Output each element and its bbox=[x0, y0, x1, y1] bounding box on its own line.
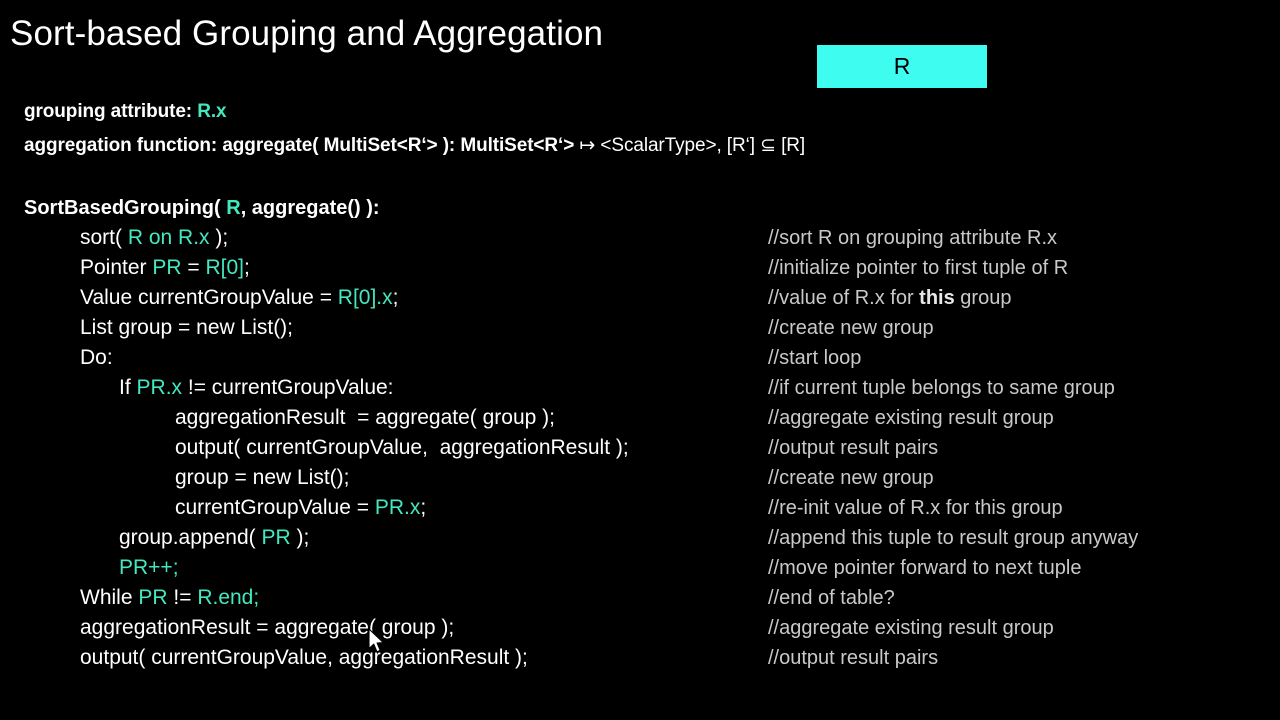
code-token: ; bbox=[392, 286, 399, 309]
code-token: List group = new List(); bbox=[80, 316, 294, 339]
code-line-text: Do: bbox=[24, 343, 113, 373]
code-line-text: PR++; bbox=[24, 553, 179, 583]
code-token: group.append( bbox=[119, 526, 262, 549]
code-token-accent: R[0].x bbox=[337, 286, 393, 309]
code-line-comment: //create new group bbox=[768, 467, 934, 489]
code-line-comment: //start loop bbox=[768, 347, 862, 369]
code-line-comment: //create new group bbox=[768, 317, 934, 339]
code-line-comment: //aggregate existing result group bbox=[768, 407, 1054, 429]
page-title: Sort-based Grouping and Aggregation bbox=[10, 14, 604, 53]
definition-list: grouping attribute: R.x aggregation func… bbox=[24, 95, 805, 163]
code-line: SortBasedGrouping( R, aggregate() ): bbox=[24, 193, 1264, 223]
code-token: Do: bbox=[80, 346, 113, 369]
code-line-text: currentGroupValue = PR.x; bbox=[24, 493, 426, 523]
comment-emphasis: this bbox=[919, 287, 955, 309]
code-line-text: SortBasedGrouping( R, aggregate() ): bbox=[24, 193, 380, 223]
code-line-text: group = new List(); bbox=[24, 463, 350, 493]
code-line-comment: //re-init value of R.x for this group bbox=[768, 497, 1063, 519]
code-token-accent: PR bbox=[138, 586, 168, 609]
code-token: output( currentGroupValue, aggregationRe… bbox=[175, 436, 629, 459]
definition-aggregation-function: aggregation function: aggregate( MultiSe… bbox=[24, 129, 805, 163]
code-token: If bbox=[119, 376, 137, 399]
code-token: Pointer bbox=[80, 256, 153, 279]
code-token-accent: R bbox=[226, 197, 241, 219]
code-token: Value currentGroupValue = bbox=[80, 286, 338, 309]
code-line-text: output( currentGroupValue, aggregationRe… bbox=[24, 433, 629, 463]
code-line: While PR != R.end; //end of table? bbox=[24, 583, 1264, 613]
code-line: currentGroupValue = PR.x; //re-init value… bbox=[24, 493, 1264, 523]
code-line-comment: //value of R.x for this group bbox=[768, 287, 1012, 309]
code-line-comment: //initialize pointer to first tuple of R bbox=[768, 257, 1069, 279]
code-line-text: Pointer PR = R[0]; bbox=[24, 253, 250, 283]
code-line-comment: //sort R on grouping attribute R.x bbox=[768, 227, 1058, 249]
code-line-comment: //end of table? bbox=[768, 587, 895, 609]
code-token: SortBasedGrouping( bbox=[24, 197, 227, 219]
code-token: ; bbox=[420, 496, 427, 519]
code-line: sort( R on R.x ); //sort R on grouping at… bbox=[24, 223, 1264, 253]
code-line-text: If PR.x != currentGroupValue: bbox=[24, 373, 394, 403]
code-line-comment: //output result pairs bbox=[768, 437, 939, 459]
definition-grouping-attribute: grouping attribute: R.x bbox=[24, 95, 805, 129]
code-token: = bbox=[181, 256, 206, 279]
code-line-text: aggregationResult = aggregate( group ); bbox=[24, 613, 454, 643]
code-token: aggregationResult = aggregate( group ); bbox=[175, 406, 555, 429]
definition-prefix: aggregation function: aggregate( MultiSe… bbox=[24, 135, 580, 156]
code-line: aggregationResult = aggregate( group ); /… bbox=[24, 403, 1264, 433]
code-token-accent: PR.x bbox=[374, 496, 421, 519]
code-line-text: group.append( PR ); bbox=[24, 523, 309, 553]
code-line: List group = new List(); //create new gro… bbox=[24, 313, 1264, 343]
code-line: output( currentGroupValue, aggregationRe… bbox=[24, 643, 1264, 673]
code-token: aggregationResult = aggregate( group ); bbox=[80, 616, 455, 639]
code-line: PR++; //move pointer forward to next tupl… bbox=[24, 553, 1264, 583]
code-token-accent: PR bbox=[152, 256, 182, 279]
code-token: sort( bbox=[80, 226, 128, 249]
code-token: ); bbox=[209, 226, 229, 249]
code-line: group.append( PR ); //append this tuple t… bbox=[24, 523, 1264, 553]
code-line-text: List group = new List(); bbox=[24, 313, 293, 343]
relation-box-r: R bbox=[817, 45, 987, 88]
code-line-comment: //move pointer forward to next tuple bbox=[768, 557, 1082, 579]
code-line-comment: //if current tuple belongs to same group bbox=[768, 377, 1115, 399]
code-line-text: Value currentGroupValue = R[0].x; bbox=[24, 283, 399, 313]
code-line: Do: //start loop bbox=[24, 343, 1264, 373]
definition-prefix: grouping attribute: bbox=[24, 101, 198, 122]
code-line: group = new List(); //create new group bbox=[24, 463, 1264, 493]
code-token: ); bbox=[290, 526, 310, 549]
definition-suffix: ↦ <ScalarType>, [R‘] ⊆ [R] bbox=[579, 135, 806, 156]
code-token: ; bbox=[244, 256, 250, 279]
code-line: Pointer PR = R[0]; //initialize pointer t… bbox=[24, 253, 1264, 283]
code-line-comment: //aggregate existing result group bbox=[768, 617, 1054, 639]
code-line: output( currentGroupValue, aggregationRe… bbox=[24, 433, 1264, 463]
code-token: != bbox=[167, 586, 198, 609]
code-token: group = new List(); bbox=[175, 466, 350, 489]
code-token-accent: R on R.x bbox=[127, 226, 210, 249]
code-token-accent: R.end; bbox=[197, 586, 260, 609]
relation-box-label: R bbox=[893, 53, 911, 79]
code-line-text: While PR != R.end; bbox=[24, 583, 259, 613]
code-line-comment: //append this tuple to result group anyw… bbox=[768, 527, 1139, 549]
code-line-comment: //output result pairs bbox=[768, 647, 939, 669]
code-line-text: aggregationResult = aggregate( group ); bbox=[24, 403, 555, 433]
definition-accent: R.x bbox=[197, 101, 227, 122]
code-line: Value currentGroupValue = R[0].x; //value… bbox=[24, 283, 1264, 313]
code-line-text: output( currentGroupValue, aggregationRe… bbox=[24, 643, 528, 673]
code-token-accent: PR++; bbox=[119, 556, 179, 579]
code-token-accent: PR.x bbox=[136, 376, 183, 399]
code-token: , aggregate() ): bbox=[240, 197, 380, 219]
code-token: currentGroupValue = bbox=[175, 496, 375, 519]
code-line: aggregationResult = aggregate( group ); /… bbox=[24, 613, 1264, 643]
code-token-accent: R[0] bbox=[205, 256, 245, 279]
pseudocode-block: SortBasedGrouping( R, aggregate() ):sort… bbox=[24, 193, 1264, 673]
code-token-accent: PR bbox=[261, 526, 291, 549]
code-token: != currentGroupValue: bbox=[182, 376, 394, 399]
code-token: While bbox=[80, 586, 139, 609]
code-line: If PR.x != currentGroupValue: //if curren… bbox=[24, 373, 1264, 403]
code-line-text: sort( R on R.x ); bbox=[24, 223, 228, 253]
code-token: output( currentGroupValue, aggregationRe… bbox=[80, 646, 528, 669]
